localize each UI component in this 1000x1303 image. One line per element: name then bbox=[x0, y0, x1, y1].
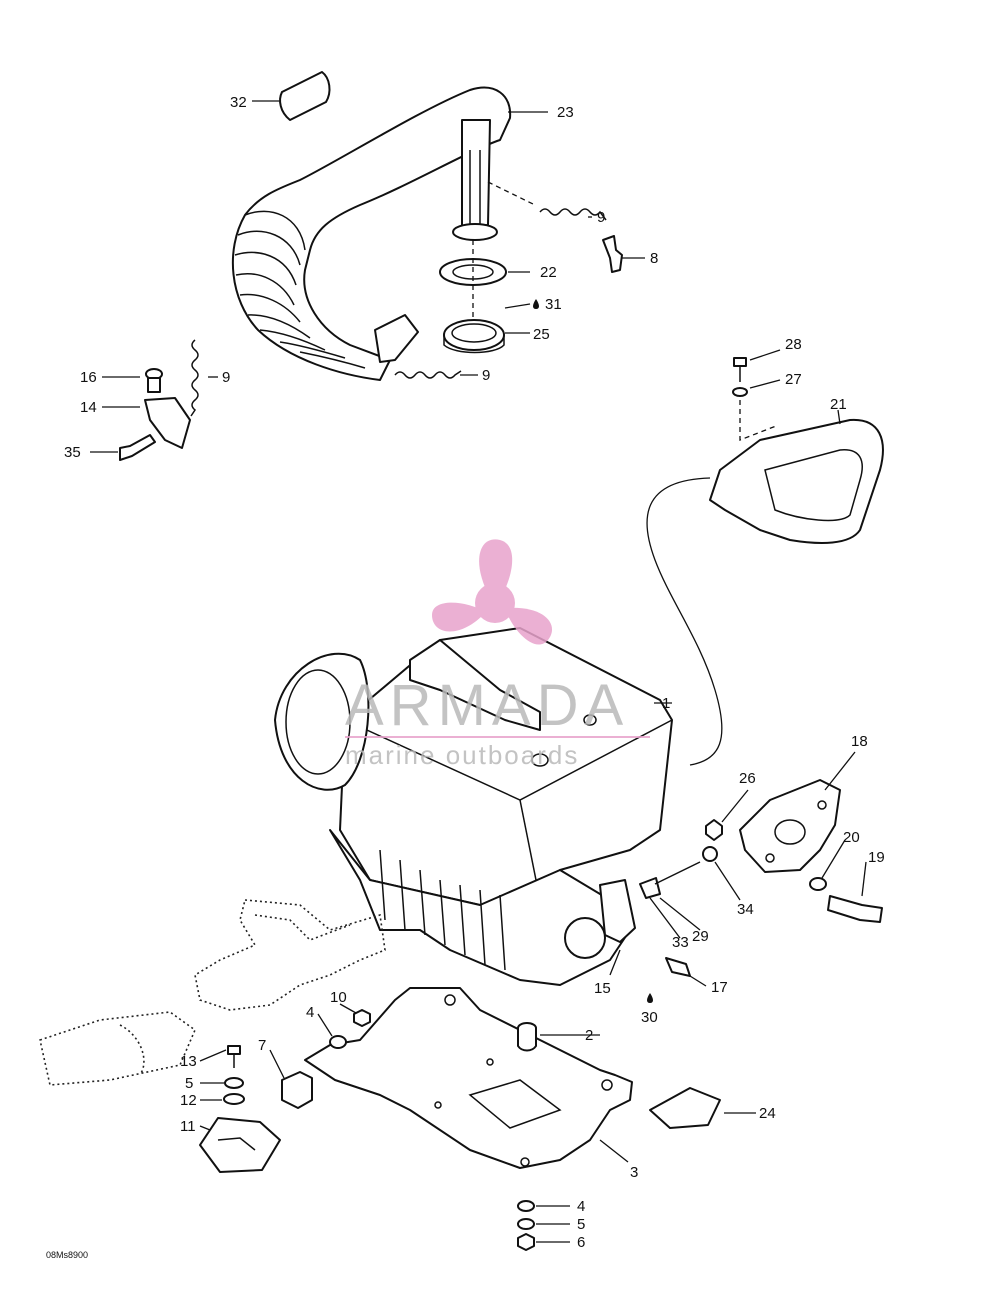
callout-9c: 9 bbox=[482, 367, 490, 384]
callout-10: 10 bbox=[330, 989, 347, 1006]
callout-19: 19 bbox=[868, 849, 885, 866]
bottom-fasteners bbox=[517, 1200, 535, 1251]
exhaust-manifold-dotted bbox=[39, 899, 386, 1086]
clip-8 bbox=[602, 235, 623, 273]
callout-13: 13 bbox=[180, 1053, 197, 1070]
drop-icon-30 bbox=[647, 993, 653, 1003]
callout-23: 23 bbox=[557, 104, 574, 121]
bolt-28-washer-27 bbox=[732, 357, 748, 397]
exhaust-pipe bbox=[231, 86, 512, 381]
callout-29: 29 bbox=[692, 928, 709, 945]
watermark-title: ARMADA bbox=[345, 673, 629, 738]
callout-3: 3 bbox=[630, 1164, 638, 1181]
bracket-14-assembly bbox=[119, 368, 191, 461]
callout-4a: 4 bbox=[306, 1004, 314, 1021]
nut-10 bbox=[353, 1009, 371, 1027]
callout-1: 1 bbox=[662, 695, 670, 712]
callout-35: 35 bbox=[64, 444, 81, 461]
wedge-24 bbox=[649, 1087, 721, 1129]
callout-24: 24 bbox=[759, 1105, 776, 1122]
callout-17: 17 bbox=[711, 979, 728, 996]
callout-16: 16 bbox=[80, 369, 97, 386]
air-intake-21 bbox=[709, 418, 884, 544]
drop-icon-31 bbox=[533, 299, 539, 309]
callout-27: 27 bbox=[785, 371, 802, 388]
spring-9-top bbox=[539, 208, 607, 221]
mount-plate-3 bbox=[304, 987, 633, 1169]
callout-33: 33 bbox=[672, 934, 689, 951]
routing-line bbox=[646, 477, 723, 766]
leader-lines bbox=[90, 100, 867, 1243]
callout-4b: 4 bbox=[577, 1198, 585, 1215]
diagram-code: 08Ms8900 bbox=[46, 1250, 88, 1260]
callout-5a: 5 bbox=[185, 1075, 193, 1092]
callout-20: 20 bbox=[843, 829, 860, 846]
callout-11: 11 bbox=[180, 1118, 196, 1135]
callout-25: 25 bbox=[533, 326, 550, 343]
bracket-18-assembly bbox=[639, 779, 883, 977]
spacer-2 bbox=[517, 1022, 537, 1052]
seal-25 bbox=[443, 319, 505, 354]
watermark: ARMADA marine outboards bbox=[345, 539, 650, 770]
callout-5b: 5 bbox=[577, 1216, 585, 1233]
propeller-logo-icon bbox=[432, 539, 553, 645]
callout-12: 12 bbox=[180, 1092, 197, 1109]
callout-30: 30 bbox=[641, 1009, 658, 1026]
callout-9a: 9 bbox=[597, 209, 605, 226]
callout-18: 18 bbox=[851, 733, 868, 750]
callout-7: 7 bbox=[258, 1037, 266, 1054]
callout-26: 26 bbox=[739, 770, 756, 787]
spring-9-bottom bbox=[394, 370, 462, 379]
bracket-11-assembly bbox=[199, 1045, 281, 1173]
callout-2: 2 bbox=[585, 1027, 593, 1044]
spring-9-left bbox=[190, 339, 199, 417]
callout-15: 15 bbox=[594, 980, 611, 997]
callout-22: 22 bbox=[540, 264, 557, 281]
callout-14: 14 bbox=[80, 399, 97, 416]
washer-4-upper bbox=[329, 1035, 347, 1049]
watermark-subtitle: marine outboards bbox=[345, 740, 579, 770]
callout-28: 28 bbox=[785, 336, 802, 353]
callout-32: 32 bbox=[230, 94, 247, 111]
callout-8: 8 bbox=[650, 250, 658, 267]
callout-34: 34 bbox=[737, 901, 754, 918]
callout-6: 6 bbox=[577, 1234, 585, 1251]
callout-21: 21 bbox=[830, 396, 847, 413]
damper-7 bbox=[281, 1071, 313, 1109]
sleeve-32 bbox=[279, 71, 331, 121]
engine-1 bbox=[274, 627, 673, 986]
callout-31: 31 bbox=[545, 296, 562, 313]
callout-9b: 9 bbox=[222, 369, 230, 386]
